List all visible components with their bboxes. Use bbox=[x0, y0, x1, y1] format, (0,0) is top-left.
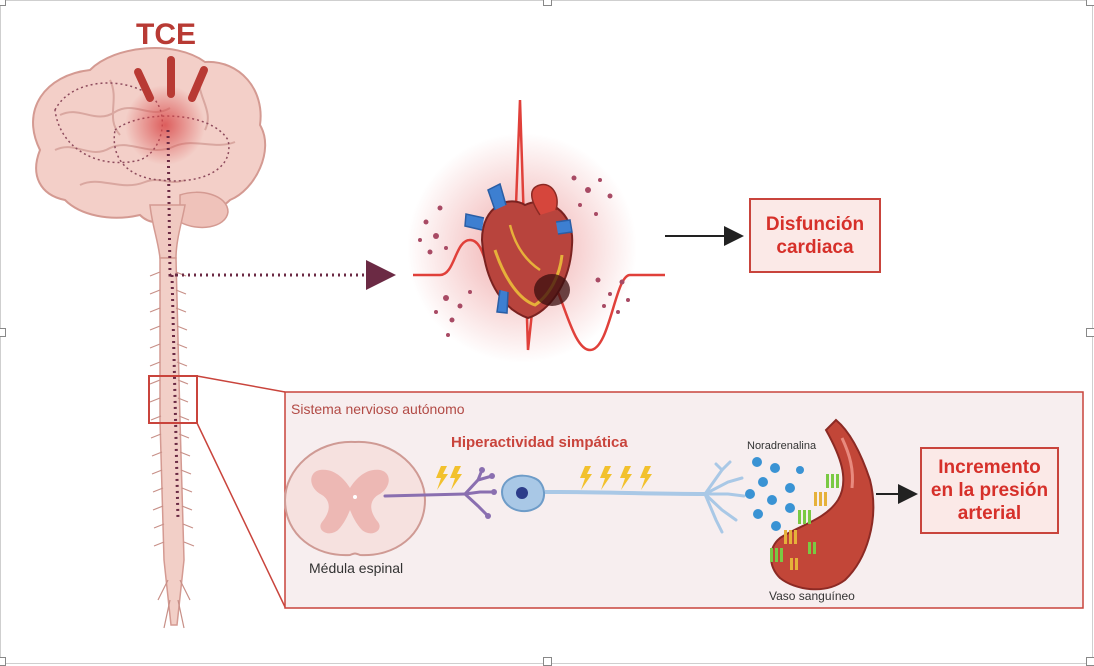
zoom-region-box bbox=[148, 375, 198, 424]
spinal-cord-illustration bbox=[149, 257, 195, 629]
resize-handle-top-right[interactable] bbox=[1086, 0, 1094, 6]
resize-handle-top-left[interactable] bbox=[0, 0, 6, 6]
cardiac-result-line-2: cardiaca bbox=[776, 236, 854, 258]
heart-illustration bbox=[407, 99, 665, 363]
resize-handle-top-center[interactable] bbox=[543, 0, 552, 6]
pressure-result-line-1: Incremento bbox=[938, 457, 1041, 478]
pressure-result-line-3: arterial bbox=[957, 503, 1022, 524]
tce-label: TCE bbox=[136, 18, 196, 51]
noradrenaline-molecules bbox=[745, 457, 804, 531]
spinal-cord-label: Médula espinal bbox=[309, 560, 404, 576]
resize-handle-middle-right[interactable] bbox=[1086, 328, 1094, 337]
nerve-pathway bbox=[166, 129, 396, 521]
resize-handle-middle-left[interactable] bbox=[0, 328, 6, 337]
spinal-cord-cross-section bbox=[283, 440, 427, 557]
neuron-illustration bbox=[500, 460, 746, 534]
blood-vessel-illustration bbox=[770, 418, 875, 591]
zoom-connector-lines bbox=[196, 375, 286, 608]
pressure-result-line-2: en la presión bbox=[930, 480, 1049, 501]
cardiac-result-line-1: Disfunción bbox=[765, 213, 865, 235]
blood-pressure-increase-box: Incremento en la presión arterial bbox=[920, 447, 1059, 534]
blood-vessel-label: Vaso sanguíneo bbox=[769, 589, 855, 603]
hyperactivity-label: Hiperactividad simpática bbox=[451, 434, 628, 451]
brain-illustration bbox=[32, 47, 267, 259]
noradrenaline-label: Noradrenalina bbox=[747, 440, 817, 452]
lightning-bolt-icon bbox=[436, 466, 652, 490]
panel-title: Sistema nervioso autónomo bbox=[291, 401, 465, 417]
cardiac-dysfunction-box: Disfunción cardiaca bbox=[749, 198, 881, 273]
impact-marks bbox=[134, 56, 208, 102]
